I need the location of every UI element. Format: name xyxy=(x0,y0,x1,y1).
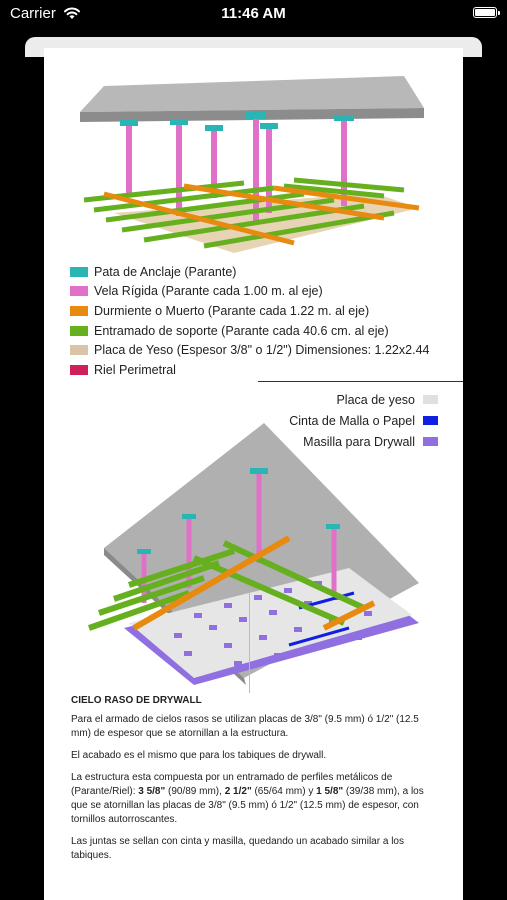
alignment-guide-line xyxy=(249,593,250,693)
legend-item: Durmiente o Muerto (Parante cada 1.22 m.… xyxy=(70,301,429,321)
text-run: (39/38 mm), a los que se atornillan las … xyxy=(71,786,424,825)
article-body: CIELO RASO DE DRYWALL Para el armado de … xyxy=(71,694,441,871)
legend-label: Cinta de Malla o Papel xyxy=(289,413,415,428)
legend-swatch xyxy=(423,416,438,425)
ceiling-structure-illustration xyxy=(80,76,424,253)
legend-swatch xyxy=(70,364,88,375)
legend-label: Vela Rígida (Parante cada 1.00 m. al eje… xyxy=(94,284,323,299)
text-run: (65/64 mm) y xyxy=(251,786,317,797)
wifi-icon xyxy=(64,7,80,19)
bold-run: 2 1/2" xyxy=(224,786,252,797)
legend-label: Placa de Yeso (Espesor 3/8" o 1/2") Dime… xyxy=(94,343,430,358)
legend-swatch xyxy=(423,395,438,404)
article-paragraph: La estructura esta compuesta por un entr… xyxy=(71,771,441,827)
legend-swatch xyxy=(70,286,88,297)
status-bar: Carrier 11:46 AM xyxy=(0,0,507,30)
legend-swatch xyxy=(70,266,88,277)
legend-label: Riel Perimetral xyxy=(94,362,176,377)
finish-legend: Placa de yeso Cinta de Malla o Papel Mas… xyxy=(289,389,438,452)
legend-swatch xyxy=(423,437,438,446)
carrier-label: Carrier xyxy=(10,5,56,22)
section-divider xyxy=(258,381,463,382)
legend-label: Pata de Anclaje (Parante) xyxy=(94,264,237,279)
legend-item: Riel Perimetral xyxy=(70,360,429,380)
text-run: (90/89 mm), xyxy=(165,786,225,797)
bold-run: 3 5/8" xyxy=(138,786,166,797)
legend-item: Pata de Anclaje (Parante) xyxy=(70,262,429,282)
content-sheet[interactable]: Pata de Anclaje (Parante) Vela Rígida (P… xyxy=(44,48,463,900)
battery-icon xyxy=(473,7,500,18)
drywall-finish-illustration xyxy=(88,423,419,685)
legend-item: Entramado de soporte (Parante cada 40.6 … xyxy=(70,321,429,341)
legend-swatch xyxy=(70,305,88,316)
legend-item: Masilla para Drywall xyxy=(289,431,438,452)
legend-label: Durmiente o Muerto (Parante cada 1.22 m.… xyxy=(94,303,370,318)
legend-item: Cinta de Malla o Papel xyxy=(289,410,438,431)
legend-swatch xyxy=(70,325,88,336)
legend-label: Placa de yeso xyxy=(336,392,415,407)
legend-item: Vela Rígida (Parante cada 1.00 m. al eje… xyxy=(70,282,429,302)
clock: 11:46 AM xyxy=(221,5,286,22)
bold-run: 1 5/8" xyxy=(316,786,344,797)
legend-item: Placa de Yeso (Espesor 3/8" o 1/2") Dime… xyxy=(70,340,429,360)
structure-legend: Pata de Anclaje (Parante) Vela Rígida (P… xyxy=(70,262,429,380)
article-paragraph: Las juntas se sellan con cinta y masilla… xyxy=(71,836,404,861)
legend-label: Entramado de soporte (Parante cada 40.6 … xyxy=(94,323,389,338)
article-paragraph: El acabado es el mismo que para los tabi… xyxy=(71,750,327,761)
text-run: La estructura esta compuesta por un entr… xyxy=(71,772,393,797)
legend-label: Masilla para Drywall xyxy=(303,434,415,449)
article-paragraph: Para el armado de cielos rasos se utiliz… xyxy=(71,714,419,739)
legend-item: Placa de yeso xyxy=(289,389,438,410)
legend-swatch xyxy=(70,345,88,356)
article-heading: CIELO RASO DE DRYWALL xyxy=(71,695,202,706)
